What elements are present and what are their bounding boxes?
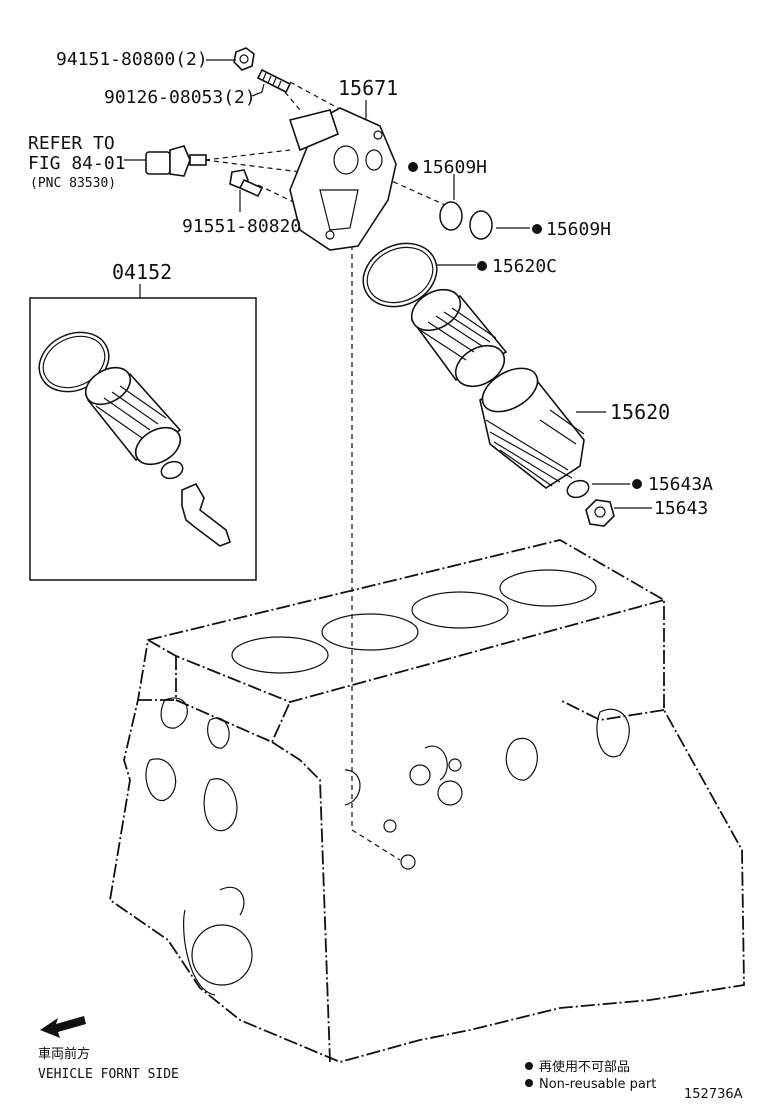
- label-oring-drain: 15643A: [648, 474, 713, 495]
- front-arrow-icon: [40, 1016, 86, 1038]
- gasket-15620c: [362, 242, 438, 308]
- label-oring-b: 15609H: [546, 219, 611, 240]
- direction-jp: 車両前方: [38, 1046, 90, 1062]
- bolt-part: [229, 169, 264, 198]
- label-oring-a: 15609H: [422, 157, 487, 178]
- direction-en: VEHICLE FORNT SIDE: [38, 1067, 179, 1082]
- bullet-gasket: [477, 261, 487, 271]
- bullet-oring-b: [532, 224, 542, 234]
- oil-filter-cap: [479, 367, 585, 489]
- bullet-oring-drain: [632, 479, 642, 489]
- label-nut: 94151-80800(2): [56, 49, 208, 70]
- figure-id: 152736A: [684, 1087, 743, 1102]
- legend-bullet-jp: [525, 1062, 533, 1070]
- bullet-oring-a: [408, 162, 418, 172]
- label-kit: 04152: [112, 260, 172, 284]
- engine-block: [109, 539, 745, 1063]
- label-refer-3: (PNC 83530): [30, 176, 116, 191]
- o-ring-15643a: [566, 479, 590, 499]
- label-bolt: 91551-80820: [182, 216, 301, 237]
- label-refer-1: REFER TO: [28, 133, 115, 154]
- legend-bullet-en: [525, 1079, 533, 1087]
- label-bracket: 15671: [338, 76, 398, 100]
- o-ring-15609h-a: [439, 201, 463, 231]
- leader-lines: [124, 59, 652, 509]
- oil-filter-bracket: [288, 107, 397, 251]
- label-gasket: 15620C: [492, 256, 557, 277]
- label-stud: 90126-08053(2): [104, 87, 256, 108]
- label-cap: 15620: [610, 400, 670, 424]
- drain-plug: [585, 499, 615, 527]
- legend-en: Non-reusable part: [539, 1077, 656, 1092]
- filter-element: [410, 288, 508, 388]
- filter-kit-box: [29, 284, 257, 581]
- legend-jp: 再使用不可部品: [539, 1059, 630, 1075]
- oil-pressure-sensor: [145, 145, 207, 177]
- label-refer-2: FIG 84-01: [28, 153, 126, 174]
- label-drain-plug: 15643: [654, 498, 708, 519]
- nut-part: [233, 47, 255, 71]
- o-ring-15609h-b: [469, 210, 493, 240]
- stud-part: [256, 68, 292, 94]
